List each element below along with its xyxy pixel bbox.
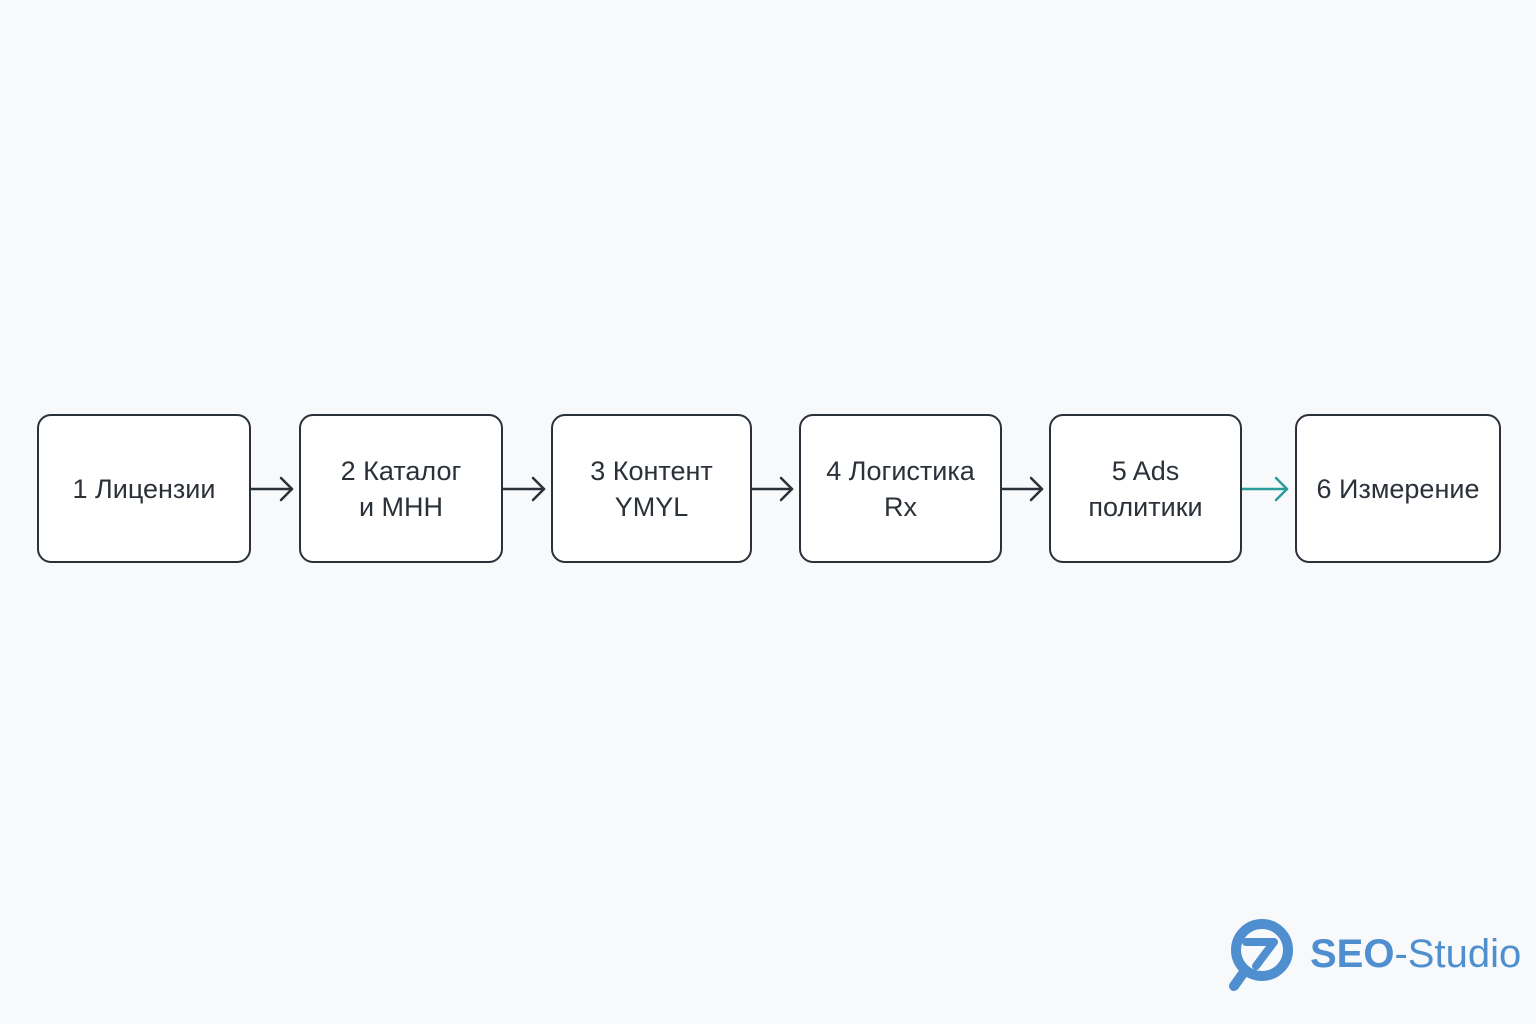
magnifier-logo-icon	[1229, 919, 1293, 991]
arrow-5-6	[1242, 476, 1289, 502]
arrow-3-4	[752, 476, 794, 502]
step-box-2: 2 Каталог и МНН	[299, 414, 503, 563]
seo-studio-logo: SEO-Studio	[1226, 916, 1521, 996]
step-box-4: 4 Логистика Rx	[799, 414, 1002, 563]
step-box-5: 5 Ads политики	[1049, 414, 1242, 563]
logo-wordmark: SEO-Studio	[1310, 930, 1521, 978]
step-label-4: 4 Логистика Rx	[826, 455, 975, 522]
step-box-1: 1 Лицензии	[37, 414, 251, 563]
step-label-1: 1 Лицензии	[72, 473, 216, 504]
step-label-2: 2 Каталог и МНН	[340, 455, 462, 522]
step-box-6: 6 Измерение	[1295, 414, 1501, 563]
arrow-4-5	[1002, 476, 1044, 502]
step-box-3: 3 Контент YMYL	[551, 414, 752, 563]
arrow-2-3	[503, 476, 546, 502]
step-label-6: 6 Измерение	[1316, 473, 1480, 504]
logo-text-bold: SEO	[1310, 932, 1395, 976]
logo-text-rest: -Studio	[1394, 932, 1522, 976]
step-label-5: 5 Ads политики	[1088, 455, 1203, 522]
step-label-3: 3 Контент YMYL	[590, 455, 713, 522]
arrow-1-2	[251, 476, 294, 502]
